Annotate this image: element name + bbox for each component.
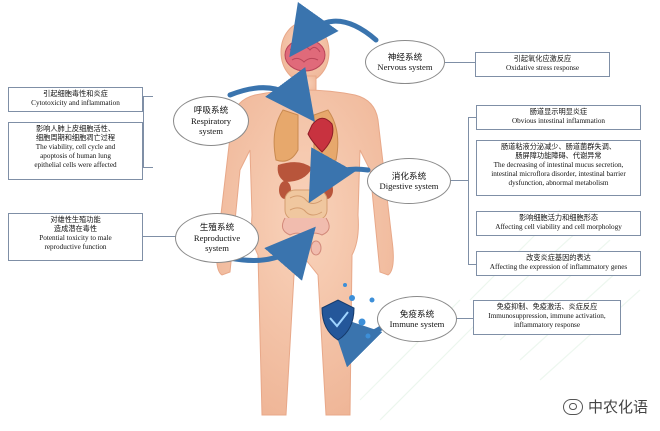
resp-brace (143, 96, 153, 168)
effect-box-resp-2: 影响人肺上皮细胞活性、 细胞周期和细胞凋亡过程 The viability, c… (8, 122, 143, 180)
wechat-icon (562, 398, 583, 415)
system-respiratory: 呼吸系统 Respiratory system (173, 96, 249, 146)
effect-dig-2-en1: The decreasing of intestinal mucus secre… (493, 161, 624, 169)
digestive-zh: 消化系统 (391, 170, 427, 181)
effect-resp-1-zh: 引起细胞毒性和炎症 (43, 90, 108, 98)
effect-nervous-en: Oxidative stress response (505, 64, 580, 72)
effect-nervous-zh: 引起氧化应激反应 (513, 55, 572, 63)
dig-brace (468, 117, 476, 265)
effect-resp-2-zh1: 影响人肺上皮细胞活性、 (35, 125, 116, 133)
effect-dig-1-en: Obvious intestinal inflammation (511, 117, 606, 125)
dig-connector (448, 180, 468, 181)
intestines-icon (284, 189, 328, 221)
heart-icon (307, 117, 334, 153)
effect-repro-en1: Potential toxicity to male (39, 234, 112, 242)
effect-dig-2-en2: intestinal microflora disorder, intestin… (491, 170, 626, 178)
watermark-logo: 中农化语 (562, 396, 648, 417)
arrow-digestive (308, 147, 371, 204)
immune-connector (455, 318, 473, 319)
arrow-reproductive (227, 226, 316, 281)
system-immune: 免疫系统 Immune system (377, 296, 457, 342)
system-reproductive: 生殖系统 Reproductive system (175, 213, 259, 263)
arrow-respiratory (227, 66, 315, 123)
reproductive-en2: system (205, 243, 229, 254)
effect-box-dig-1: 肠道显示明显炎症 Obvious intestinal inflammation (476, 105, 641, 130)
effect-repro-zh1: 对雄性生殖功能 (50, 216, 101, 224)
effect-dig-1-zh: 肠道显示明显炎症 (529, 108, 588, 116)
immune-en: Immune system (389, 319, 445, 329)
reproductive-zh: 生殖系统 (199, 222, 235, 233)
effect-dig-2-zh2: 肠屏障功能障碍、代谢异常 (515, 152, 602, 160)
effect-repro-zh2: 造成潜在毒性 (53, 225, 98, 233)
effect-box-nervous: 引起氧化应激反应 Oxidative stress response (475, 52, 610, 77)
respiratory-en1: Respiratory (190, 115, 232, 126)
nervous-connector (445, 62, 475, 63)
liver-icon (277, 162, 312, 182)
effect-box-resp-1: 引起细胞毒性和炎症 Cytotoxicity and inflammation (8, 87, 143, 112)
digestive-en: Digestive system (379, 181, 439, 191)
nervous-zh: 神经系统 (387, 51, 423, 62)
effect-resp-2-en1: The viability, cell cycle and (35, 143, 116, 151)
effect-dig-4-en: Affecting the expression of inflammatory… (489, 263, 628, 271)
effect-box-dig-2: 肠道粘液分泌减少、肠道菌群失调、 肠屏障功能障碍、代谢异常 The decrea… (476, 140, 641, 196)
system-digestive: 消化系统 Digestive system (367, 158, 451, 204)
respiratory-zh: 呼吸系统 (193, 105, 229, 116)
immune-shield-icon (321, 299, 355, 341)
system-nervous: 神经系统 Nervous system (365, 40, 445, 84)
effect-box-immune: 免疫抑制、免疫激活、炎症反应 Immunosuppression, immune… (473, 300, 621, 335)
brain-icon (284, 38, 326, 72)
effect-immune-en2: inflammatory response (513, 321, 581, 329)
effect-repro-en2: reproductive function (44, 243, 107, 251)
effect-dig-2-en3: dysfunction, abnormal metabolism (508, 179, 609, 187)
effect-resp-2-zh2: 细胞周期和细胞凋亡过程 (35, 134, 116, 142)
immune-zh: 免疫系统 (399, 308, 435, 319)
effect-resp-1-en: Cytotoxicity and inflammation (31, 99, 120, 107)
repro-connector (143, 236, 183, 237)
effect-resp-2-en2: apoptosis of human lung (40, 152, 111, 160)
reproductive-en1: Reproductive (193, 232, 241, 243)
effect-box-dig-4: 改变炎症基因的表达 Affecting the expression of in… (476, 251, 641, 276)
nervous-en: Nervous system (377, 62, 433, 72)
virus-icon (343, 283, 375, 339)
effect-box-dig-3: 影响细胞活力和细胞形态 Affecting cell viability and… (476, 211, 641, 236)
respiratory-en2: system (199, 126, 223, 137)
arrow-nervous (289, 1, 379, 58)
effect-immune-en1: Immunosuppression, immune activation, (488, 312, 606, 320)
effect-immune-zh: 免疫抑制、免疫激活、炎症反应 (496, 303, 598, 311)
effect-dig-3-zh: 影响细胞活力和细胞形态 (518, 214, 599, 222)
effect-box-repro: 对雄性生殖功能 造成潜在毒性 Potential toxicity to mal… (8, 213, 143, 261)
effect-resp-2-en3: epithelial cells were affected (34, 161, 117, 169)
effect-dig-4-zh: 改变炎症基因的表达 (526, 254, 591, 262)
effect-dig-3-en: Affecting cell viability and cell morpho… (495, 223, 622, 231)
watermark-text: 中农化语 (587, 398, 648, 416)
effect-dig-2-zh1: 肠道粘液分泌减少、肠道菌群失调、 (500, 143, 616, 151)
